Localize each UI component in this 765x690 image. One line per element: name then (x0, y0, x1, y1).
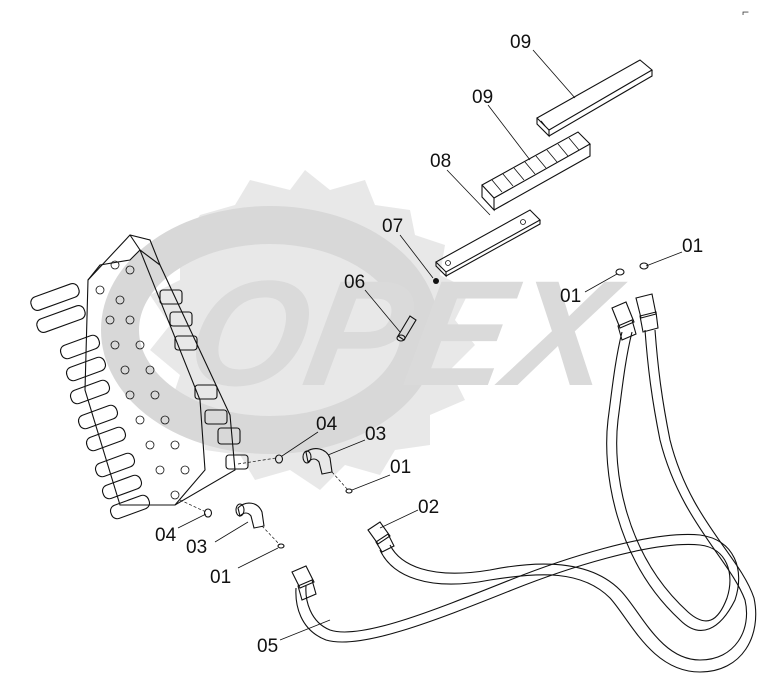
callout-09-toothed: 09 (472, 87, 493, 108)
callout-01-right-left: 01 (560, 286, 581, 307)
part-06-bolt (396, 315, 417, 342)
callout-01-lower: 01 (210, 567, 231, 588)
part-07-washer (433, 278, 439, 284)
control-valve-block (30, 234, 249, 520)
callout-01-right-right: 01 (682, 236, 703, 257)
part-09-upper-bar (536, 59, 653, 138)
part-01-oring-right-b (639, 262, 649, 270)
part-05-hose-assembly (291, 293, 757, 673)
callout-06: 06 (344, 272, 365, 293)
part-04-oring-upper (274, 454, 284, 464)
callout-01-mid: 01 (390, 457, 411, 478)
hose-fitting-right-a (611, 301, 637, 341)
callout-03-upper: 03 (365, 424, 386, 445)
watermark-text: OPEX (176, 250, 634, 418)
callout-04-lower: 04 (155, 525, 177, 546)
callout-09-upper: 09 (510, 32, 531, 53)
part-01-oring-lower (277, 543, 285, 549)
part-01-oring-right-a (615, 268, 625, 276)
leader-lines (177, 49, 683, 641)
opex-watermark: OPEX (101, 170, 634, 490)
callout-04-upper: 04 (316, 414, 338, 435)
part-03-elbow-upper (302, 448, 333, 475)
valve-left-spools (30, 283, 151, 520)
part-03-elbow-lower (235, 502, 265, 529)
valve-right-fittings (159, 289, 249, 470)
corner-mark: ⌐ (742, 5, 749, 19)
part-02-hose-fitting (367, 521, 395, 553)
hose-fitting-lower-left (291, 565, 317, 601)
part-09-toothed-block (481, 131, 591, 212)
hose-fitting-right-b (635, 293, 659, 333)
callout-03-lower: 03 (186, 537, 207, 558)
callout-labels: 09 09 08 07 06 01 01 04 03 01 02 04 03 0… (155, 32, 703, 657)
valve-bolt-holes (95, 260, 190, 500)
watermark-o-ring (101, 206, 439, 454)
part-01-oring-mid (345, 488, 353, 494)
callout-02: 02 (418, 497, 439, 518)
callout-07: 07 (382, 216, 403, 237)
callout-05: 05 (257, 636, 278, 657)
callout-08: 08 (430, 151, 451, 172)
part-04-oring-lower (203, 508, 213, 518)
part-08-bracket (435, 209, 541, 278)
